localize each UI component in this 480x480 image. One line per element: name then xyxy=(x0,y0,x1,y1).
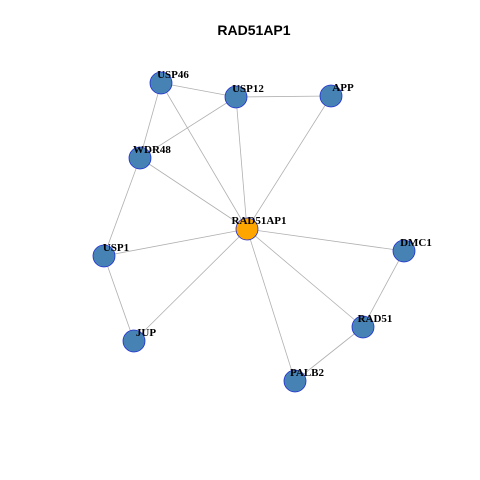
edge-usp1-jup xyxy=(103,255,135,342)
node-app xyxy=(319,84,343,108)
edge-usp1-rad51ap1 xyxy=(103,228,248,257)
edge-layer xyxy=(103,82,405,382)
edge-app-rad51ap1 xyxy=(246,95,332,230)
node-layer xyxy=(92,71,416,393)
node-label-rad51: RAD51 xyxy=(358,313,393,325)
edge-rad51-palb2 xyxy=(294,326,364,382)
node-usp1 xyxy=(92,244,116,268)
node-label-app: APP xyxy=(332,82,354,94)
node-usp12 xyxy=(224,85,248,109)
node-dmc1 xyxy=(392,239,416,263)
node-usp46 xyxy=(149,71,173,95)
node-wdr48 xyxy=(128,146,152,170)
edge-usp12-rad51ap1 xyxy=(235,96,248,230)
edge-wdr48-usp1 xyxy=(103,157,141,257)
node-rad51 xyxy=(351,315,375,339)
edge-wdr48-rad51ap1 xyxy=(139,157,248,230)
edge-rad51ap1-rad51 xyxy=(246,228,364,328)
edge-usp46-wdr48 xyxy=(139,82,162,159)
edge-usp12-app xyxy=(235,95,332,98)
node-palb2 xyxy=(283,369,307,393)
graph-title: RAD51AP1 xyxy=(217,22,290,38)
edge-usp46-usp12 xyxy=(160,82,237,98)
edge-dmc1-rad51 xyxy=(362,250,405,328)
edge-jup-rad51ap1 xyxy=(133,228,248,342)
node-rad51ap1 xyxy=(235,217,259,241)
node-label-dmc1: DMC1 xyxy=(400,237,432,249)
node-label-jup: JUP xyxy=(136,327,156,339)
node-label-wdr48: WDR48 xyxy=(133,144,171,156)
node-label-rad51ap1: RAD51AP1 xyxy=(232,215,287,227)
node-label-usp46: USP46 xyxy=(157,69,189,81)
edge-usp46-rad51ap1 xyxy=(160,82,248,230)
edge-rad51ap1-palb2 xyxy=(246,228,296,382)
edge-usp12-wdr48 xyxy=(139,96,237,159)
edge-rad51ap1-dmc1 xyxy=(246,228,405,252)
node-jup xyxy=(122,329,146,353)
node-label-usp1: USP1 xyxy=(103,242,129,254)
node-label-usp12: USP12 xyxy=(232,83,264,95)
node-label-palb2: PALB2 xyxy=(290,367,325,379)
